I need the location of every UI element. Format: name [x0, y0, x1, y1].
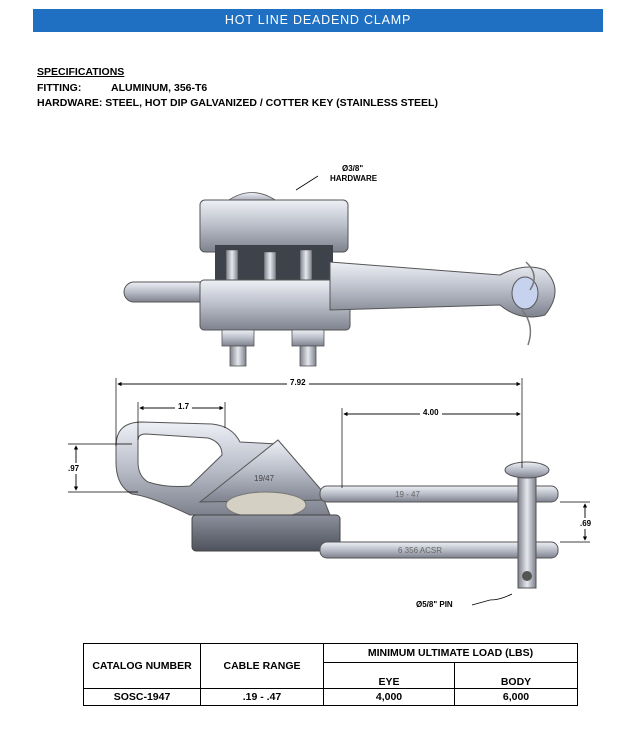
spec-fitting-label: FITTING: — [37, 82, 82, 94]
dim-overall-length: 7.92 — [287, 378, 309, 387]
top-view-clamp — [123, 175, 556, 367]
body-marking: 19/47 — [254, 474, 275, 483]
dim-eye-height: .97 — [68, 463, 80, 474]
col-minimum-load: MINIMUM ULTIMATE LOAD (LBS) — [323, 642, 578, 664]
spec-hardware-value: STEEL, HOT DIP GALVANIZED / COTTER KEY (… — [105, 97, 438, 109]
spec-table: CATALOG NUMBER CABLE RANGE MINIMUM ULTIM… — [83, 642, 578, 706]
cell-catalog: SOSC-1947 — [83, 688, 201, 706]
table-header-row-1: CATALOG NUMBER CABLE RANGE MINIMUM ULTIM… — [83, 642, 578, 689]
dim-body-to-pin: 4.00 — [420, 408, 442, 417]
pin-leader — [471, 593, 513, 606]
arm-top — [329, 261, 556, 318]
clamp-keeper — [199, 199, 349, 253]
pin-callout: Ø5/8" PIN — [416, 600, 453, 609]
pin-shaft — [517, 469, 537, 589]
spec-fitting-value: ALUMINUM, 356-T6 — [111, 82, 208, 94]
dim-jaw-opening: .69 — [580, 518, 592, 529]
pin-head — [504, 461, 550, 479]
col-body: BODY — [454, 662, 578, 689]
arm-marking-upper: 19 - 47 — [395, 490, 420, 499]
springs — [225, 249, 313, 281]
hardware-callout: Ø3/8" HARDWARE — [330, 164, 377, 184]
col-catalog-number: CATALOG NUMBER — [83, 643, 201, 689]
cotter-hole — [522, 571, 532, 581]
side-view-clamp — [115, 421, 559, 606]
pin-head-top — [511, 276, 539, 310]
arm-lower — [319, 541, 559, 559]
hardware-callout-label: HARDWARE — [330, 174, 378, 183]
cell-cable-range: .19 - .47 — [200, 688, 324, 706]
col-eye: EYE — [323, 662, 455, 689]
spec-hardware-row: HARDWARE: STEEL, HOT DIP GALVANIZED / CO… — [37, 97, 438, 109]
clamp-base — [191, 514, 341, 552]
hardware-leader — [295, 175, 319, 191]
arm-upper — [319, 485, 559, 503]
specifications-title: SPECIFICATIONS — [37, 66, 125, 78]
hardware-callout-size: Ø3/8" — [342, 164, 364, 173]
spec-hardware-label: HARDWARE: — [37, 97, 103, 109]
header-banner: HOT LINE DEADEND CLAMP — [33, 9, 603, 32]
cotter-key — [521, 261, 535, 346]
conductor — [225, 491, 307, 519]
clamp-body-top — [199, 279, 351, 331]
bolt-left — [221, 329, 255, 367]
eye-opening — [137, 433, 223, 487]
arm-marking-lower: 6 356 ACSR — [398, 546, 443, 555]
cell-eye-load: 4,000 — [323, 688, 455, 706]
cell-body-load: 6,000 — [454, 688, 578, 706]
bolt-right — [291, 329, 325, 367]
col-cable-range: CABLE RANGE — [200, 643, 324, 689]
table-row: SOSC-1947 .19 - .47 4,000 6,000 — [83, 688, 578, 706]
page-title: HOT LINE DEADEND CLAMP — [224, 13, 412, 27]
dim-eye-width: 1.7 — [175, 402, 193, 411]
spec-fitting-row: FITTING: ALUMINUM, 356-T6 — [37, 82, 207, 94]
